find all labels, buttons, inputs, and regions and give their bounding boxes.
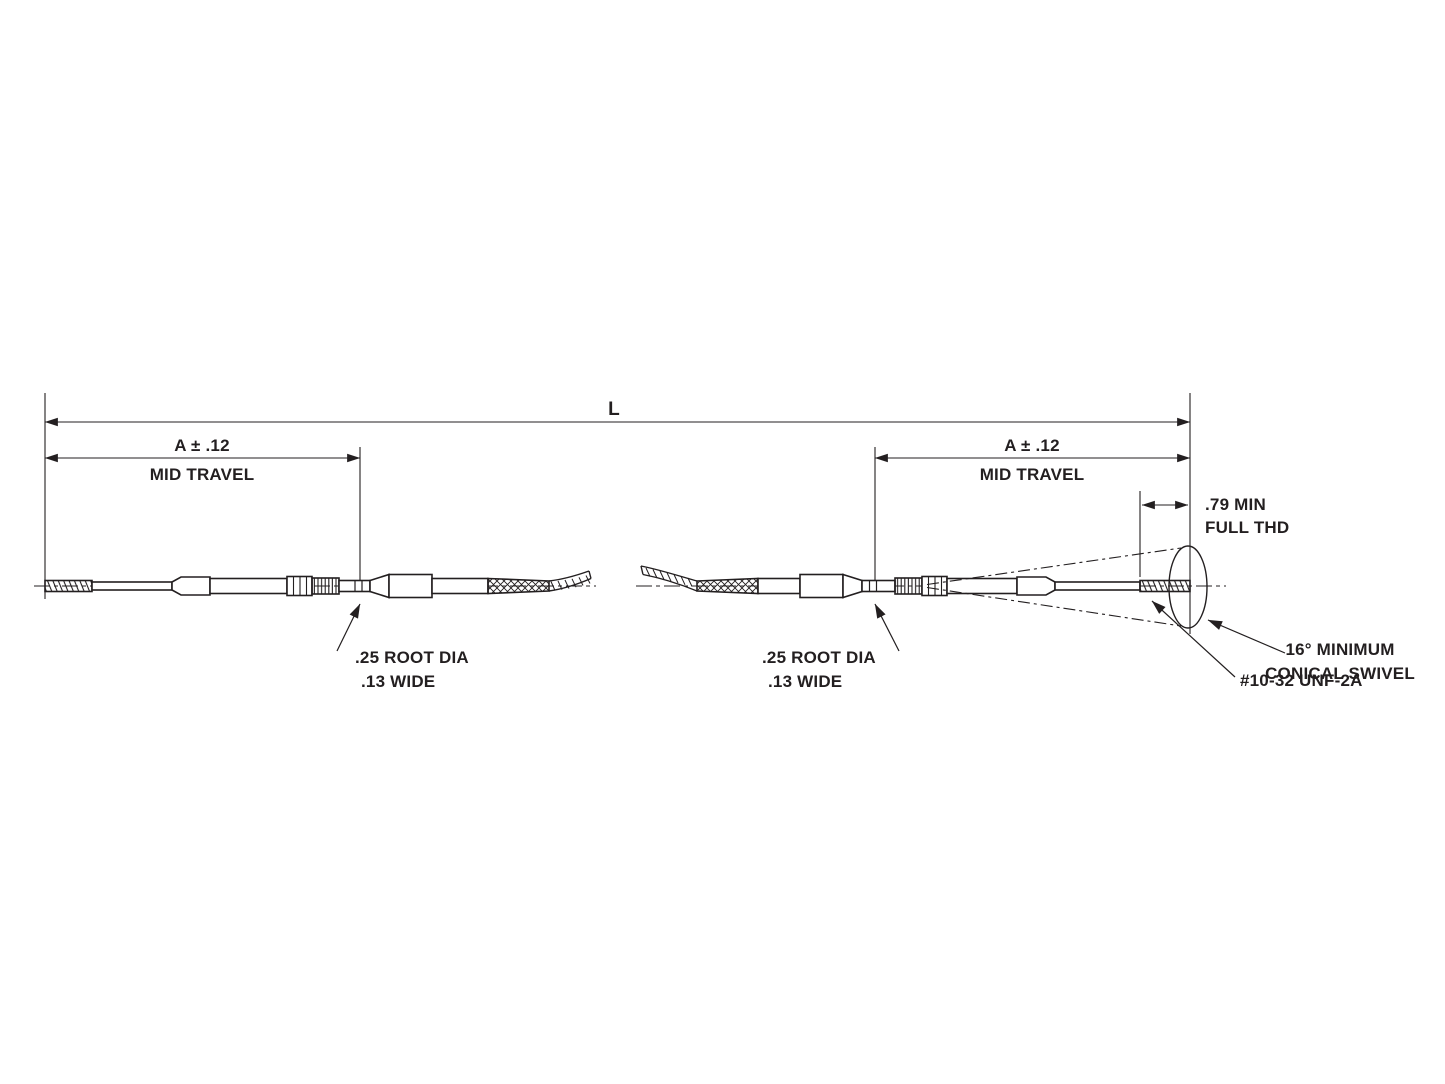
conical-swivel-envelope <box>926 545 1208 629</box>
right-flexible-cable <box>640 565 698 592</box>
swivel-cone-base-ellipse <box>1168 545 1208 629</box>
leader-root-dia-left <box>336 603 361 652</box>
callout-root-dia-left: .25 ROOT DIA .13 WIDE <box>336 603 469 691</box>
right-taper-transition <box>842 573 863 599</box>
dim-full-thread-line2: FULL THD <box>1205 518 1289 537</box>
right-root-groove <box>868 580 878 592</box>
right-cable-assembly <box>640 565 1191 599</box>
dim-caption-mid-travel-right: MID TRAVEL <box>980 465 1085 484</box>
callout-root-dia-right-line1: .25 ROOT DIA <box>762 648 876 667</box>
left-conduit-tube <box>431 577 489 595</box>
callout-swivel-line2: CONICAL SWIVEL <box>1265 664 1415 683</box>
left-tube <box>209 577 288 595</box>
callout-thread-spec-label: #10-32 UNF-2A <box>1240 671 1363 690</box>
right-thread-section <box>894 577 923 595</box>
right-neck <box>861 579 896 593</box>
right-tube <box>946 577 1018 595</box>
callout-thread-spec: #10-32 UNF-2A <box>1151 600 1363 690</box>
dim-caption-mid-travel-left: MID TRAVEL <box>150 465 255 484</box>
right-crimp-ribs <box>927 576 943 596</box>
dimension-overall-length: L <box>44 399 1191 427</box>
callout-root-dia-left-line2: .13 WIDE <box>361 672 435 691</box>
dimension-mid-travel-right: A ± .12 MID TRAVEL <box>874 436 1191 484</box>
left-cable-assembly <box>44 570 592 599</box>
callout-root-dia-right: .25 ROOT DIA .13 WIDE <box>762 603 900 691</box>
dimension-full-thread: .79 MIN FULL THD <box>1141 495 1289 537</box>
dim-value-mid-travel-right: A ± .12 <box>1004 436 1059 455</box>
left-root-groove <box>354 580 363 592</box>
leader-thread-spec <box>1151 600 1236 678</box>
callout-root-dia-right-line2: .13 WIDE <box>768 672 842 691</box>
callout-conical-swivel: 16° MINIMUM CONICAL SWIVEL <box>1207 619 1415 683</box>
left-taper-transition <box>369 573 390 599</box>
dimension-mid-travel-left: A ± .12 MID TRAVEL <box>44 436 361 484</box>
left-threaded-tip <box>44 579 93 593</box>
left-body-fitting <box>388 573 433 599</box>
callout-root-dia-left-line1: .25 ROOT DIA <box>355 648 469 667</box>
extension-lines <box>44 393 1191 634</box>
dim-label-overall-length: L <box>608 399 620 420</box>
right-conduit-tube <box>757 577 801 595</box>
dim-value-mid-travel-left: A ± .12 <box>174 436 229 455</box>
right-threaded-end <box>1139 579 1191 593</box>
leader-conical-swivel <box>1207 619 1286 654</box>
left-rod <box>91 581 173 591</box>
right-braided-section <box>696 577 759 595</box>
right-body-fitting <box>799 573 844 599</box>
swivel-cone-upper-line <box>926 547 1182 586</box>
right-swage-fitting <box>1016 576 1056 596</box>
left-swage-fitting <box>171 576 211 596</box>
leader-root-dia-right <box>874 603 900 652</box>
right-cable-strand-ticks <box>645 567 693 587</box>
left-flexible-cable <box>548 570 592 592</box>
left-crimp-ribs <box>292 576 308 596</box>
left-thread-section <box>311 577 340 595</box>
right-rod <box>1054 581 1141 591</box>
dim-full-thread-line1: .79 MIN <box>1205 495 1266 514</box>
left-cable-strand-ticks <box>550 575 591 591</box>
swivel-cone-lower-line <box>926 586 1182 627</box>
callout-swivel-line1: 16° MINIMUM <box>1285 640 1394 659</box>
left-braided-section <box>487 577 550 595</box>
